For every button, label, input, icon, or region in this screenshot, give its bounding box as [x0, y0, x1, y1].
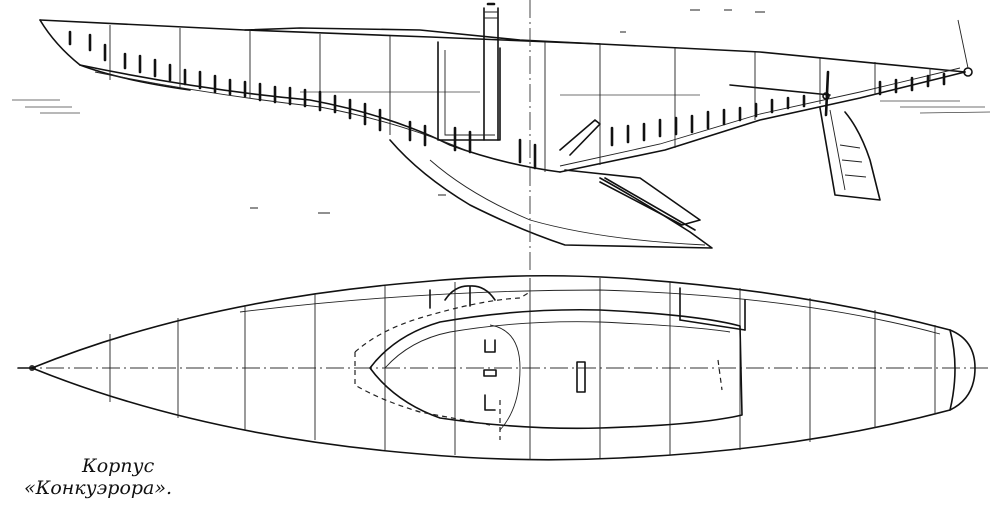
hull-inner-line — [94, 71, 471, 153]
station-lines — [109, 25, 931, 172]
interior-compartment — [437, 41, 501, 141]
mast — [483, 2, 499, 141]
frame-ticks — [68, 30, 946, 170]
water-surface — [12, 91, 991, 114]
rudder — [729, 70, 881, 201]
caption-line-2: «Конкуэрора». — [24, 477, 173, 499]
hatch — [576, 361, 586, 393]
mast-step — [483, 369, 497, 377]
centerboard — [559, 119, 701, 226]
hull-outline — [31, 274, 976, 461]
side-elevation-view — [12, 0, 991, 270]
cockpit-outline — [369, 308, 743, 430]
stern-run — [559, 71, 966, 173]
deckhouse-outline — [354, 291, 531, 426]
sheer-line — [39, 19, 966, 73]
bow-profile — [39, 19, 191, 91]
keel — [389, 139, 713, 249]
plan-station-lines — [109, 278, 936, 460]
caption-line-1: Корпус — [82, 455, 155, 477]
hull-bottom — [79, 64, 561, 173]
figure-caption: Корпус «Конкуэрора». — [24, 455, 172, 499]
cabin-top — [244, 27, 601, 45]
plan-view — [17, 274, 990, 461]
